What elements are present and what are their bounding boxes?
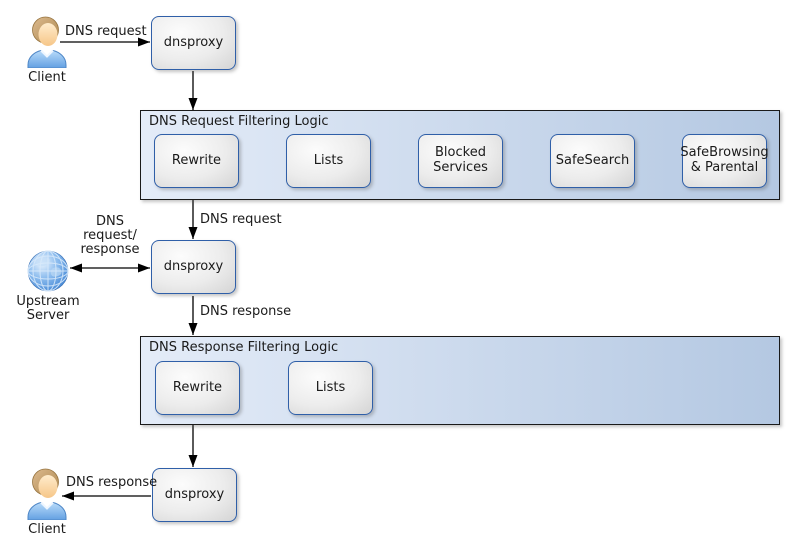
edge-label-client-request: DNS request: [65, 24, 147, 39]
step-rewrite: Rewrite: [154, 134, 239, 188]
node-dnsproxy-mid: dnsproxy: [151, 240, 236, 294]
edge-label-dns-response: DNS response: [200, 304, 292, 319]
upstream-label-line2: Server: [26, 308, 70, 323]
node-dnsproxy-bottom: dnsproxy: [152, 468, 237, 522]
edge-label-filtered-request: DNS request: [200, 212, 282, 227]
node-dnsproxy-top: dnsproxy: [151, 16, 236, 70]
step-lists: Lists: [286, 134, 371, 188]
actor-client-bottom: Client: [17, 468, 77, 537]
person-icon: [27, 468, 67, 520]
upstream-edge-line1: DNS: [96, 214, 124, 229]
actor-label: Client: [28, 70, 66, 85]
edge-label-client-response: DNS response: [66, 475, 158, 490]
container-title: DNS Response Filtering Logic: [149, 340, 339, 355]
step-lists: Lists: [288, 361, 373, 415]
step-safesearch: SafeSearch: [550, 134, 635, 188]
step-blocked-services: Blocked Services: [418, 134, 503, 188]
container-title: DNS Request Filtering Logic: [149, 114, 329, 129]
step-safebrowsing-parental: SafeBrowsing & Parental: [680, 134, 769, 188]
container-dns-response-filtering: DNS Response Filtering Logic Rewrite Lis…: [140, 336, 780, 425]
upstream-edge-line2: request/: [83, 228, 137, 243]
edge-label-upstream: DNS request/ response: [75, 215, 145, 257]
upstream-edge-line3: response: [80, 242, 140, 257]
person-icon: [27, 16, 67, 68]
container-dns-request-filtering: DNS Request Filtering Logic Rewrite List…: [140, 110, 780, 200]
globe-icon: [27, 250, 69, 292]
actor-upstream-server: Upstream Server: [16, 250, 80, 323]
actor-label: Client: [28, 522, 66, 537]
upstream-label-line1: Upstream: [16, 294, 80, 309]
actor-client-top: Client: [17, 16, 77, 85]
step-rewrite: Rewrite: [155, 361, 240, 415]
actor-label: Upstream Server: [16, 295, 79, 323]
